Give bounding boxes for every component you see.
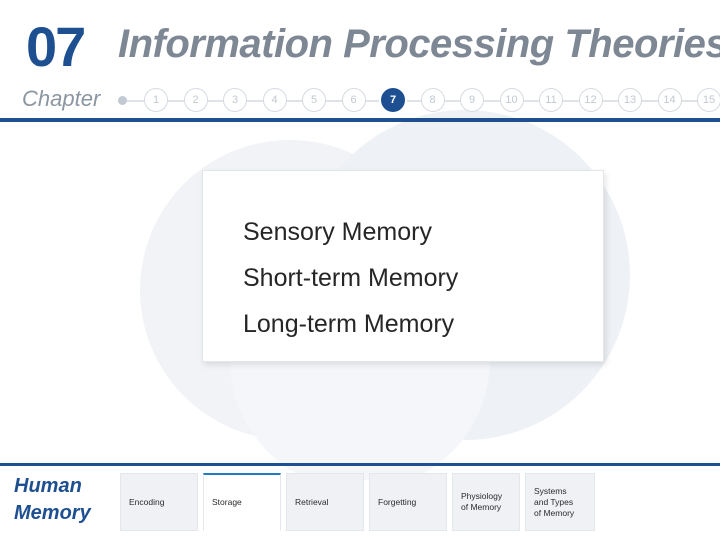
footer-tab-label-line: of Memory	[461, 502, 502, 512]
chapter-dot-10[interactable]: 10	[499, 88, 524, 112]
footer-tab-label: Forgetting	[378, 497, 416, 508]
chapter-dot-2[interactable]: 2	[183, 88, 208, 112]
footer-tab-label-line: Encoding	[129, 496, 165, 507]
footer-tab-label: Storage	[212, 497, 242, 508]
footer-tab-label: Encoding	[129, 497, 164, 508]
footer-tab-label-line: Systems	[534, 485, 567, 496]
footer-tab-label-line: Retrieval	[295, 496, 329, 507]
footer-tab-label-line: of Memory	[534, 507, 575, 518]
chapter-dot-14[interactable]: 14	[657, 88, 682, 112]
chapter-dot-15[interactable]: 15	[697, 88, 720, 112]
footer-divider-rule	[0, 463, 720, 466]
content-line: Short-term Memory	[243, 264, 459, 292]
footer-tab-label-line: and Types	[534, 496, 574, 507]
dots-connector-line	[118, 100, 708, 102]
chapter-dot-4[interactable]: 4	[262, 88, 287, 112]
chapter-number: 07	[26, 15, 86, 78]
chapter-label: Chapter	[22, 86, 101, 111]
chapter-dot-1[interactable]: 1	[144, 88, 168, 112]
footer-tab[interactable]: Storage	[203, 473, 281, 531]
dots-start-marker	[118, 96, 127, 105]
header-divider-rule	[0, 118, 720, 122]
content-line: Long-term Memory	[243, 310, 455, 338]
chapter-title: Information Processing Theories	[118, 22, 720, 66]
footer-tab-label: Retrieval	[295, 497, 329, 508]
footer-label-line-1: Human	[14, 475, 82, 497]
chapter-dot-8[interactable]: 8	[420, 88, 445, 112]
chapter-dot-6[interactable]: 6	[341, 88, 366, 112]
footer-tab[interactable]: Encoding	[120, 473, 198, 531]
chapter-dot-3[interactable]: 3	[223, 88, 247, 112]
footer-tab[interactable]: Retrieval	[286, 473, 364, 531]
content-line: Sensory Memory	[243, 218, 432, 246]
footer-tab[interactable]: Forgetting	[369, 473, 447, 531]
chapter-dot-11[interactable]: 11	[539, 88, 563, 112]
chapter-dot-9[interactable]: 9	[460, 88, 484, 112]
footer-tab-label-line: Forgetting	[378, 496, 417, 507]
footer-section-label: Human Memory	[14, 473, 91, 527]
chapter-dot-12[interactable]: 12	[578, 88, 603, 112]
chapter-dot-5[interactable]: 5	[302, 88, 326, 112]
footer-label-line-2: Memory	[14, 502, 91, 524]
chapter-dot-13[interactable]: 13	[618, 88, 642, 112]
footer-tab-label-line: Physiology	[461, 491, 503, 501]
chapter-dot-7[interactable]: 7	[381, 88, 405, 112]
slide-header: 07 Information Processing Theories Chapt…	[0, 0, 720, 122]
footer-tab-label-line: Storage	[212, 497, 242, 507]
